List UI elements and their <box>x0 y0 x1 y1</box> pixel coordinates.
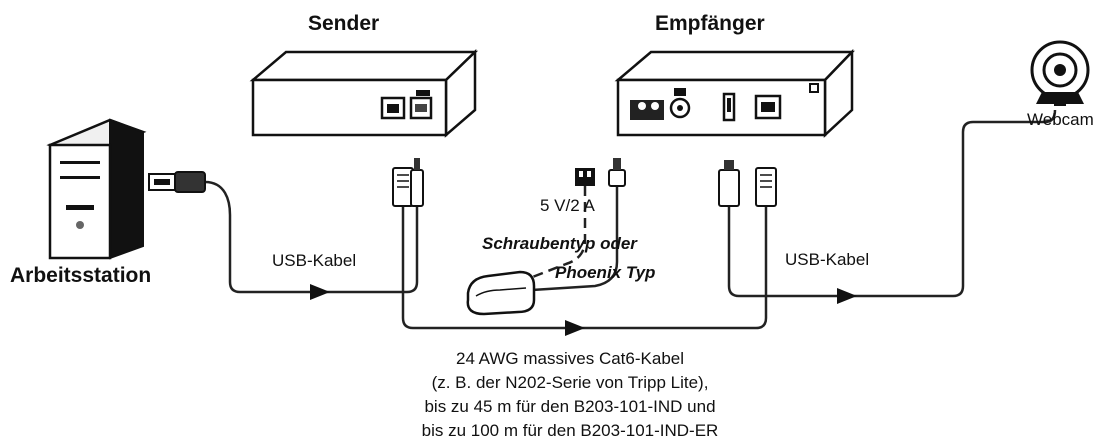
usb-plug-workstation-icon <box>148 171 206 193</box>
sender-plugs <box>392 158 424 207</box>
arrows <box>310 284 857 336</box>
usb-cable-receiver-webcam <box>727 109 1057 298</box>
usb-cable-workstation-sender <box>204 180 419 294</box>
power-cable-secondary <box>531 186 619 292</box>
power-plug-icon <box>608 169 626 187</box>
arrow-icon <box>565 320 585 336</box>
terminal-block-plug-icon <box>575 168 595 186</box>
sender-box <box>249 49 479 138</box>
webcam-icon <box>1030 40 1090 106</box>
receiver-plugs <box>575 158 777 207</box>
workstation-tower <box>46 118 147 260</box>
cable-note-line: bis zu 100 m für den B203-101-IND-ER <box>421 421 719 440</box>
usb-cable-left-label: USB-Kabel <box>272 251 357 270</box>
receiver-box <box>614 48 855 138</box>
power-spec-label: 5 V/2 A <box>540 196 595 215</box>
sender-label: Sender <box>308 12 380 35</box>
arrow-icon <box>310 284 330 300</box>
workstation-label: Arbeitsstation <box>10 264 152 287</box>
receiver-label: Empfänger <box>655 12 765 35</box>
cable-note-line: (z. B. der N202-Serie von Tripp Lite), <box>431 373 709 392</box>
usb-cable-right-label: USB-Kabel <box>785 250 870 269</box>
power-adapter-icon <box>466 270 536 316</box>
power-cable <box>529 186 587 280</box>
cables <box>204 109 1057 330</box>
cable-note-line: bis zu 45 m für den B203-101-IND und <box>424 397 716 416</box>
arrow-icon <box>837 288 857 304</box>
usb-plug-icon <box>410 169 424 207</box>
cable-note: 24 AWG massives Cat6-Kabel (z. B. der N2… <box>345 347 795 443</box>
connector-type-line1: Schraubentyp oder <box>482 234 637 253</box>
connector-type-line2: Phoenix Typ <box>555 263 656 282</box>
cable-note-line: 24 AWG massives Cat6-Kabel <box>455 349 684 368</box>
webcam-label: Webcam <box>1027 110 1094 129</box>
usb-plug-icon <box>718 169 740 207</box>
